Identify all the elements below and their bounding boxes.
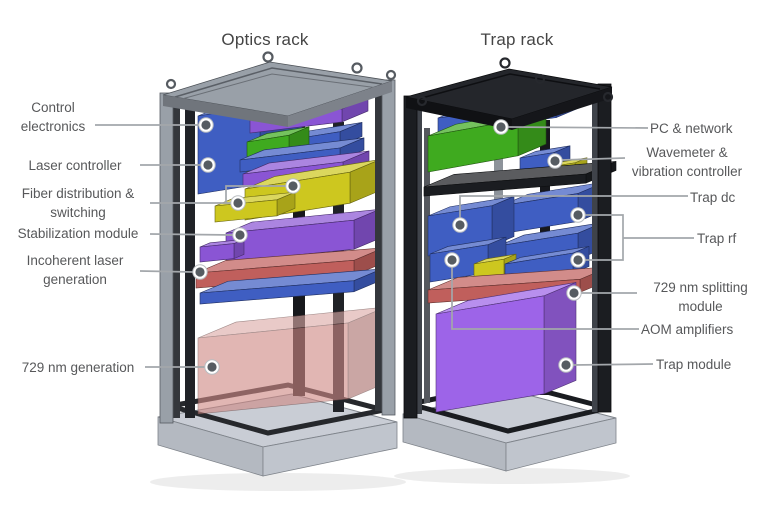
leader-dot-center (561, 360, 571, 370)
leader-line (451, 267, 639, 330)
leader-dot-center (455, 220, 465, 230)
label-incoherent-laser-generation: Incoherent laser generation (26, 253, 124, 287)
leader-dot-center (233, 198, 243, 208)
leader-dot-center (496, 122, 506, 132)
label-wavemeter-vibration-controller: Wavemeter & vibration controller (631, 145, 743, 179)
leader-dot-center (550, 156, 560, 166)
label-729-nm-splitting-module: 729 nm splitting module (653, 280, 748, 314)
leader-lines (95, 117, 694, 375)
leader-dot-center (195, 267, 205, 277)
leader-dot-center (573, 255, 583, 265)
lifting-eye-icon (262, 51, 274, 63)
leader-dot-center (288, 181, 298, 191)
leader-dot-center (447, 255, 457, 265)
lifting-eye-icon (416, 95, 428, 107)
lifting-eye-icon (499, 57, 511, 69)
leader-dot-center (235, 230, 245, 240)
leader-dot-center (573, 210, 583, 220)
lifting-eye-icon (534, 73, 546, 85)
label-pc-network: PC & network (650, 121, 733, 136)
trap-rack-frame (403, 57, 614, 419)
label-trap-dc: Trap dc (690, 190, 736, 205)
optics-rack-title: Optics rack (221, 30, 309, 49)
label-stabilization-module: Stabilization module (17, 226, 139, 241)
module-729-generation-box (197, 306, 387, 415)
leader-line (139, 270, 194, 273)
leader-line (225, 185, 286, 203)
leader-line (507, 126, 649, 129)
label-fiber-distribution-switching: Fiber distribution & switching (21, 186, 135, 220)
trap-rack-title: Trap rack (480, 30, 554, 49)
label-aom-amplifiers: AOM amplifiers (641, 322, 734, 337)
label-laser-controller: Laser controller (28, 158, 122, 173)
leader-dot-center (203, 160, 213, 170)
lifting-eye-icon (165, 78, 177, 90)
shadow-left (150, 473, 406, 491)
optics-rack-modules (195, 78, 387, 415)
lifting-eye-icon (385, 69, 397, 81)
lifting-eye-icon (602, 91, 614, 103)
leader-dot-center (569, 288, 579, 298)
lifting-eye-icon (351, 62, 363, 74)
label-trap-module: Trap module (656, 357, 732, 372)
leader-line (149, 233, 234, 236)
module-stabilization-purple (225, 208, 381, 263)
leader-dot-center (201, 120, 211, 130)
shadow-right (394, 468, 630, 484)
leader-line (459, 195, 688, 218)
label-729-nm-generation: 729 nm generation (21, 360, 135, 375)
leader-dot-center (207, 362, 217, 372)
label-control-electronics: Control electronics (20, 100, 86, 134)
leader-line (561, 157, 626, 161)
leader-line (572, 363, 654, 366)
optics-rack-frame (159, 51, 397, 424)
module-fiber-yellow-step (214, 191, 296, 223)
label-trap-rf: Trap rf (697, 231, 737, 246)
